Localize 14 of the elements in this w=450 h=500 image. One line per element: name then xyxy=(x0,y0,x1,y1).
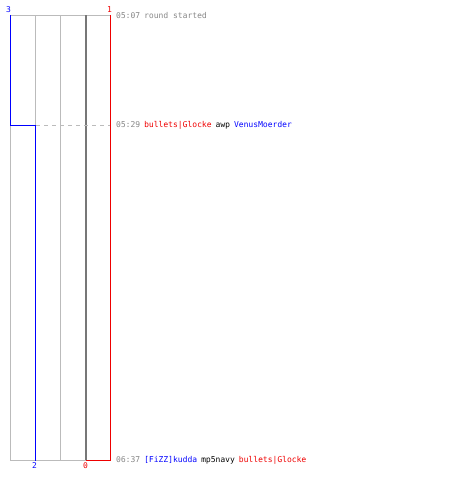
timestamp: 05:29 xyxy=(116,120,140,130)
player-name: VenusMoerder xyxy=(234,120,292,130)
weapon-name: mp5navy xyxy=(201,455,235,465)
team-count: 0 xyxy=(83,461,88,471)
player-name: bullets|Glocke xyxy=(238,455,306,465)
player-name: bullets|Glocke xyxy=(144,120,212,130)
timestamp: 06:37 xyxy=(116,455,140,465)
team-count: 1 xyxy=(107,5,112,15)
event-text: round started xyxy=(144,11,207,21)
team-count: 3 xyxy=(6,5,11,15)
team-count: 2 xyxy=(32,461,37,471)
player-name: [FiZZ]kudda xyxy=(144,455,198,465)
timestamp: 05:07 xyxy=(116,11,140,21)
weapon-name: awp xyxy=(216,120,230,130)
